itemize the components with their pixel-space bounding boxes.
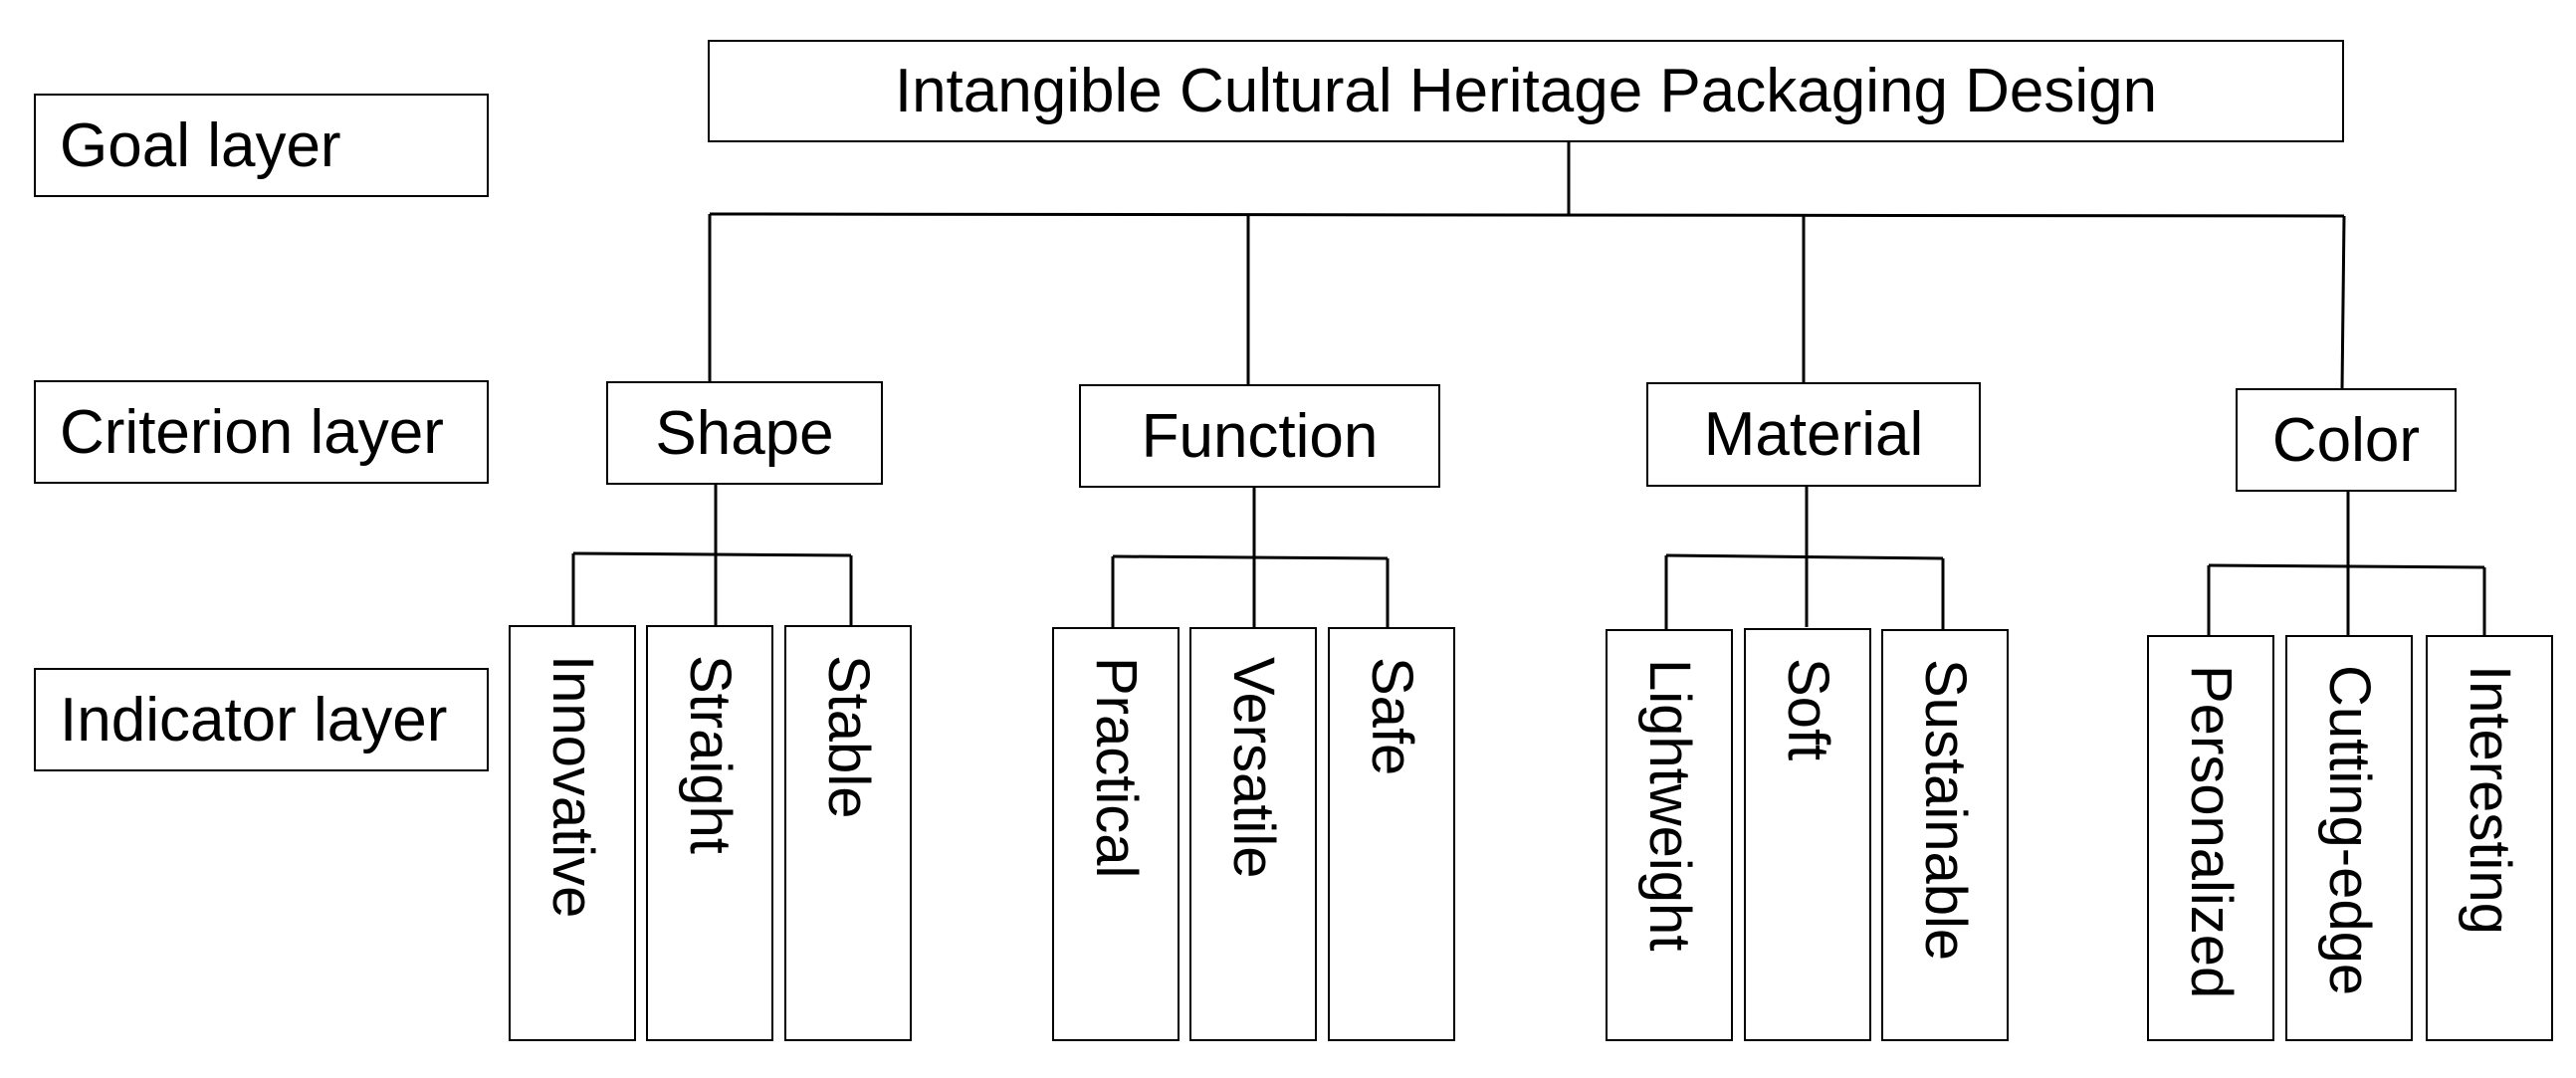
- layer-label-goal-text: Goal layer: [60, 110, 341, 180]
- indicator-node-sustainable-text: Sustainable: [1913, 659, 1978, 962]
- layer-label-criterion-text: Criterion layer: [60, 397, 444, 467]
- indicator-node-safe: Safe: [1328, 627, 1455, 1041]
- indicator-node-practical-text: Practical: [1084, 657, 1149, 879]
- connector-function-bus: [1112, 554, 1389, 560]
- criterion-node-material: Material: [1646, 382, 1981, 487]
- indicator-node-stable-text: Stable: [816, 655, 881, 819]
- indicator-node-soft: Soft: [1744, 628, 1871, 1041]
- indicator-node-straight: Straight: [646, 625, 773, 1041]
- connector-color-bus: [2208, 563, 2485, 569]
- indicator-node-safe-text: Safe: [1360, 657, 1424, 776]
- indicator-node-sustainable: Sustainable: [1881, 629, 2009, 1041]
- layer-label-goal: Goal layer: [34, 94, 489, 197]
- goal-node: Intangible Cultural Heritage Packaging D…: [708, 40, 2344, 142]
- layer-label-indicator: Indicator layer: [34, 668, 489, 771]
- criterion-node-material-text: Material: [1703, 400, 1924, 469]
- criterion-node-function: Function: [1079, 384, 1440, 488]
- indicator-node-versatile: Versatile: [1189, 627, 1317, 1041]
- indicator-node-personalized: Personalized: [2147, 635, 2274, 1041]
- criterion-node-color-text: Color: [2271, 405, 2421, 475]
- criterion-node-shape-text: Shape: [655, 398, 834, 468]
- indicator-node-lightweight-text: Lightweight: [1637, 659, 1702, 952]
- layer-label-criterion: Criterion layer: [34, 380, 489, 484]
- criterion-node-shape: Shape: [606, 381, 883, 485]
- indicator-node-innovative: Innovative: [509, 625, 636, 1041]
- indicator-node-interesting: Interesting: [2426, 635, 2553, 1041]
- connector-shape-bus: [572, 551, 852, 557]
- indicator-node-personalized-text: Personalized: [2179, 665, 2244, 999]
- goal-node-text: Intangible Cultural Heritage Packaging D…: [894, 57, 2158, 125]
- indicator-node-versatile-text: Versatile: [1221, 657, 1286, 879]
- criterion-node-color: Color: [2236, 388, 2457, 492]
- layer-label-indicator-text: Indicator layer: [60, 685, 448, 755]
- indicator-node-practical: Practical: [1052, 627, 1180, 1041]
- criterion-node-function-text: Function: [1141, 401, 1379, 471]
- connector-material-bus: [1665, 553, 1944, 560]
- indicator-node-lightweight: Lightweight: [1606, 629, 1733, 1041]
- indicator-node-cutting-edge-text: Cutting-edge: [2317, 665, 2382, 996]
- indicator-node-innovative-text: Innovative: [540, 655, 605, 919]
- indicator-node-soft-text: Soft: [1776, 658, 1840, 761]
- connector-color-drop: [2340, 215, 2346, 390]
- indicator-node-straight-text: Straight: [678, 655, 743, 854]
- indicator-node-cutting-edge: Cutting-edge: [2285, 635, 2413, 1041]
- indicator-node-interesting-text: Interesting: [2458, 665, 2522, 935]
- indicator-node-stable: Stable: [784, 625, 912, 1041]
- connector-criteria-bus: [709, 212, 2345, 218]
